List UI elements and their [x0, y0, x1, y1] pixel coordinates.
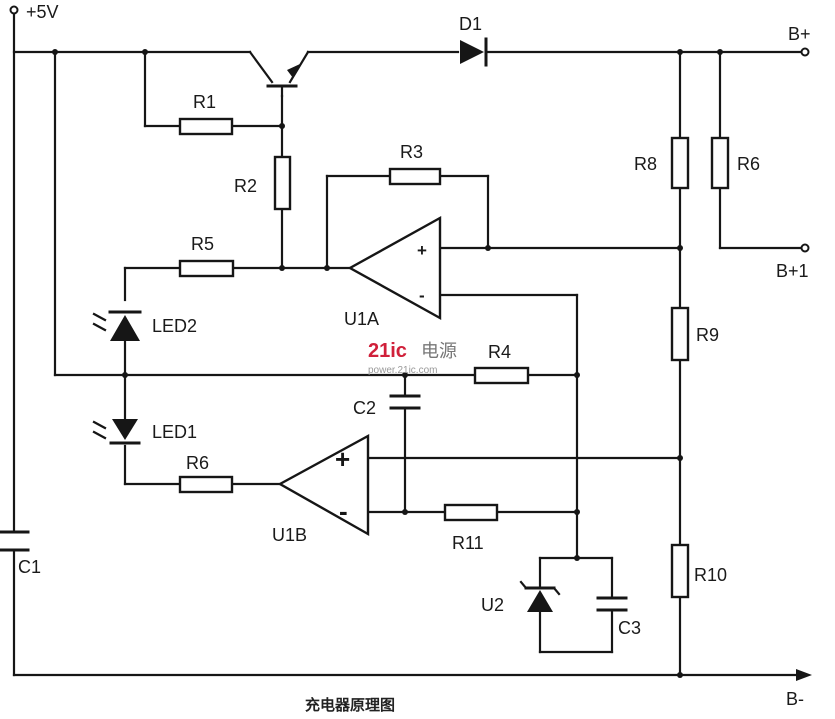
resistor-r3 [388, 167, 442, 186]
b-minus-arrow [796, 669, 812, 681]
capacitor-c1 [0, 530, 30, 552]
watermark-brand-cn: 电源 [421, 341, 457, 361]
label-b-plus1: B+1 [776, 261, 809, 281]
resistor-r6 [710, 136, 730, 190]
resistor-r8 [670, 136, 690, 190]
label-u1b: U1B [272, 525, 307, 545]
svg-text:+: + [417, 241, 427, 260]
label-u1a: U1A [344, 309, 379, 329]
label-d1: D1 [459, 14, 482, 34]
resistor-r1 [178, 117, 234, 136]
junctions [52, 49, 723, 678]
label-r1: R1 [193, 92, 216, 112]
label-r6: R6 [737, 154, 760, 174]
label-b-plus: B+ [788, 24, 811, 44]
svg-text:+: + [335, 444, 350, 474]
resistor-r4 [473, 366, 530, 385]
resistor-r2 [273, 155, 292, 211]
resistor-r9 [670, 306, 690, 362]
label-r10: R10 [694, 565, 727, 585]
watermark-brand: 21ic [368, 340, 407, 362]
label-r6-bottom: R6 [186, 453, 209, 473]
diagram-caption: 充电器原理图 [305, 696, 395, 714]
label-u2: U2 [481, 595, 504, 615]
resistor-r5 [178, 259, 235, 278]
label-r5: R5 [191, 234, 214, 254]
label-led2: LED2 [152, 316, 197, 336]
svg-text:-: - [419, 286, 425, 305]
label-r4: R4 [488, 342, 511, 362]
label-r3: R3 [400, 142, 423, 162]
resistor-r10 [670, 543, 690, 599]
label-c1: C1 [18, 557, 41, 577]
svg-text:-: - [339, 496, 348, 526]
label-r9: R9 [696, 325, 719, 345]
resistor-r11 [443, 503, 499, 522]
zener-u2 [519, 580, 561, 612]
led1 [92, 419, 141, 445]
capacitor-c3 [596, 596, 628, 612]
label-r8: R8 [634, 154, 657, 174]
resistors [178, 117, 730, 599]
resistor-r6-bottom [178, 475, 234, 494]
label-r2: R2 [234, 176, 257, 196]
led2 [92, 310, 142, 341]
diode-d1 [460, 37, 488, 67]
terminals [9, 5, 810, 253]
label-c2: C2 [353, 398, 376, 418]
capacitor-c2 [389, 394, 421, 410]
watermark: 21ic 电源 power.21ic.com [368, 340, 457, 376]
label-c3: C3 [618, 618, 641, 638]
opamp-u1a: + - [347, 215, 442, 321]
opamp-u1b: + - [277, 433, 370, 537]
watermark-url: power.21ic.com [368, 365, 437, 376]
label-r11: R11 [452, 533, 484, 553]
label-b-minus: B- [786, 689, 804, 709]
label-vcc: +5V [26, 2, 59, 22]
transistor-q1 [248, 50, 310, 98]
label-led1: LED1 [152, 422, 197, 442]
component-labels: +5V D1 B+ B+1 B- R1 R2 R3 R5 R4 R6 R11 R… [18, 2, 811, 709]
